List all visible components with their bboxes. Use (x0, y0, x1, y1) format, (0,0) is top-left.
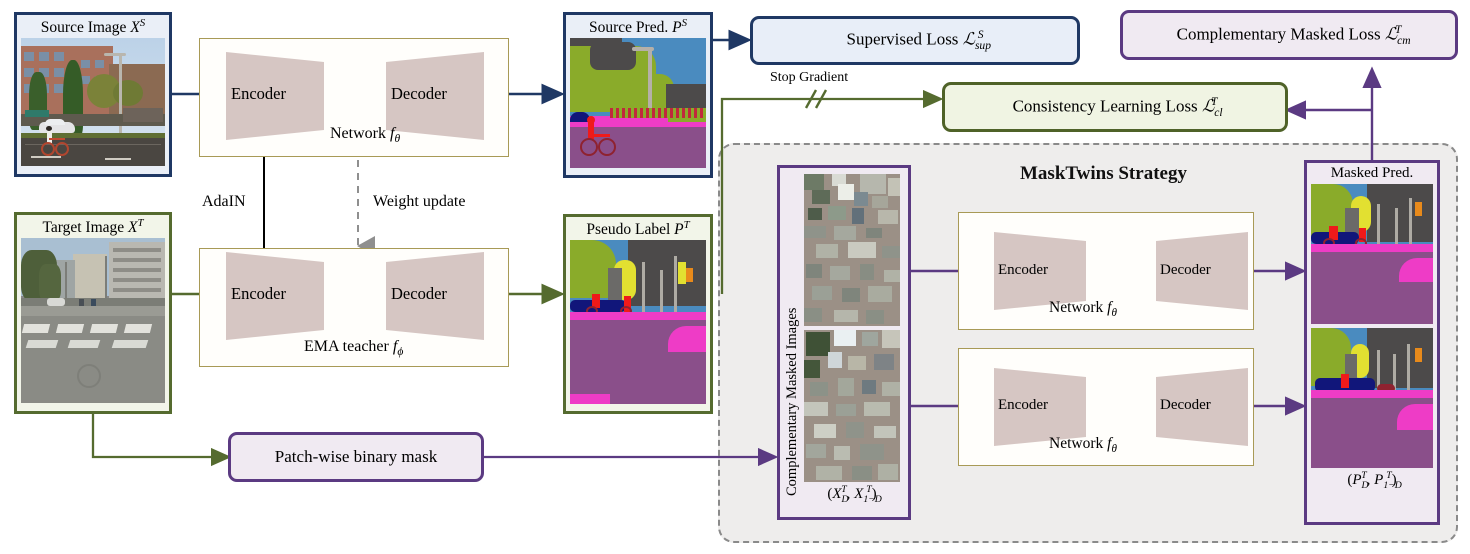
supervised-loss-sup: S (977, 28, 984, 42)
student-decoder-label: Decoder (391, 84, 447, 103)
target-image-var: X (128, 219, 138, 237)
masked-pred-top (1311, 183, 1433, 324)
pseudo-label-var: P (674, 221, 684, 239)
source-image-title: Source Image XS (40, 17, 146, 37)
source-pred-sup: S (681, 17, 687, 29)
masked-image-top (804, 174, 900, 326)
masked-image-bottom (804, 330, 900, 482)
masked-pred-bottom (1311, 327, 1433, 468)
adain-label: AdaIN (202, 193, 246, 210)
mask-top-encoder-trapezoid (992, 230, 1088, 312)
consistency-loss-sub: cl (1214, 106, 1223, 120)
complementary-loss-sup: T (1394, 22, 1402, 36)
mask-top-network-label-text: Network (1049, 299, 1108, 316)
supervised-loss-sub: sup (974, 39, 991, 53)
mask-top-decoder-label: Decoder (1160, 262, 1211, 278)
mask-top-network-fn: f (1107, 299, 1112, 316)
student-network-fn: f (389, 125, 395, 142)
complementary-loss-symbol: ℒ (1384, 24, 1398, 44)
teacher-network-label-text: EMA teacher (304, 338, 393, 355)
masked-pred-title: Masked Pred. (1330, 165, 1414, 181)
masked-pred-panel: Masked Pred. (1304, 160, 1440, 525)
teacher-encoder-label: Encoder (231, 284, 286, 303)
complementary-masked-images-panel: Complementary Masked Images (777, 165, 911, 520)
pseudo-label-sup: T (683, 219, 690, 231)
target-image-panel: Target Image XT (14, 212, 172, 414)
target-image-title: Target Image XT (42, 217, 144, 237)
student-decoder-trapezoid (384, 50, 486, 142)
mask-bottom-decoder-label: Decoder (1160, 397, 1211, 413)
consistency-loss-box[interactable]: Consistency Learning Loss ℒclT (942, 82, 1288, 132)
source-image-panel: Source Image XS (14, 12, 172, 177)
mask-top-encoder-label: Encoder (998, 262, 1048, 278)
mask-bottom-encoder-trapezoid (992, 366, 1088, 448)
student-network-label-text: Network (330, 125, 390, 142)
mask-bottom-encoder-label: Encoder (998, 397, 1048, 413)
source-image-var: X (130, 19, 140, 37)
mask-bottom-network-fn: f (1107, 435, 1112, 452)
supervised-loss-text: Supervised Loss ℒsupS (846, 28, 991, 53)
masked-pred-caption: (PDT, P1−DT) (1347, 469, 1402, 491)
stop-gradient-label: Stop Gradient (770, 70, 849, 85)
pseudo-label-title: Pseudo Label PT (586, 219, 690, 239)
mask-top-network-label: Network fθ (1049, 299, 1117, 319)
complementary-masked-images-vertical-label: Complementary Masked Images (784, 307, 800, 496)
supervised-loss-symbol: ℒ (962, 30, 975, 50)
masktwins-title: MaskTwins Strategy (1020, 163, 1187, 184)
source-image-sup: S (139, 17, 146, 29)
source-pred-var: P (672, 19, 682, 37)
complementary-loss-sub: cm (1397, 34, 1411, 48)
mask-bottom-network-label: Network fθ (1049, 435, 1117, 455)
teacher-network-sub: ϕ (397, 346, 404, 359)
patch-wise-binary-mask-box[interactable]: Patch-wise binary mask (228, 432, 484, 482)
supervised-loss-box[interactable]: Supervised Loss ℒsupS (750, 16, 1080, 65)
student-encoder-label: Encoder (231, 84, 286, 103)
complementary-loss-box[interactable]: Complementary Masked Loss ℒcmT (1120, 10, 1458, 60)
complementary-loss-text: Complementary Masked Loss ℒcmT (1176, 22, 1411, 48)
student-network-label: Network fθ (330, 125, 400, 145)
mask-bottom-network-sub: θ (1111, 443, 1117, 456)
teacher-encoder-trapezoid (224, 250, 326, 342)
weight-update-label: Weight update (373, 193, 466, 210)
teacher-decoder-trapezoid (384, 250, 486, 342)
teacher-network-fn: f (392, 338, 398, 355)
teacher-decoder-label: Decoder (391, 284, 447, 303)
mask-top-network-sub: θ (1111, 307, 1117, 320)
consistency-loss-text: Consistency Learning Loss ℒclT (1012, 94, 1223, 120)
mask-top-decoder-trapezoid (1154, 230, 1250, 312)
student-network-sub: θ (394, 133, 401, 146)
pseudo-label-thumbnail (570, 240, 706, 405)
pseudo-label-panel: Pseudo Label PT (563, 214, 713, 414)
source-image-thumbnail (21, 38, 165, 167)
source-pred-title: Source Pred. PS (589, 17, 687, 37)
target-image-thumbnail (21, 238, 165, 404)
source-pred-thumbnail (570, 38, 706, 169)
consistency-loss-sup: T (1210, 94, 1218, 108)
teacher-network-label: EMA teacher fϕ (304, 338, 403, 358)
mask-bottom-network-label-text: Network (1049, 435, 1108, 452)
masked-images-caption: (XDT, X1−DT) (827, 484, 882, 505)
patch-wise-binary-mask-label: Patch-wise binary mask (274, 447, 438, 466)
student-encoder-trapezoid (224, 50, 326, 142)
source-pred-panel: Source Pred. PS (563, 12, 713, 178)
mask-bottom-decoder-trapezoid (1154, 366, 1250, 448)
target-image-sup: T (137, 217, 144, 229)
consistency-loss-symbol: ℒ (1201, 96, 1215, 116)
